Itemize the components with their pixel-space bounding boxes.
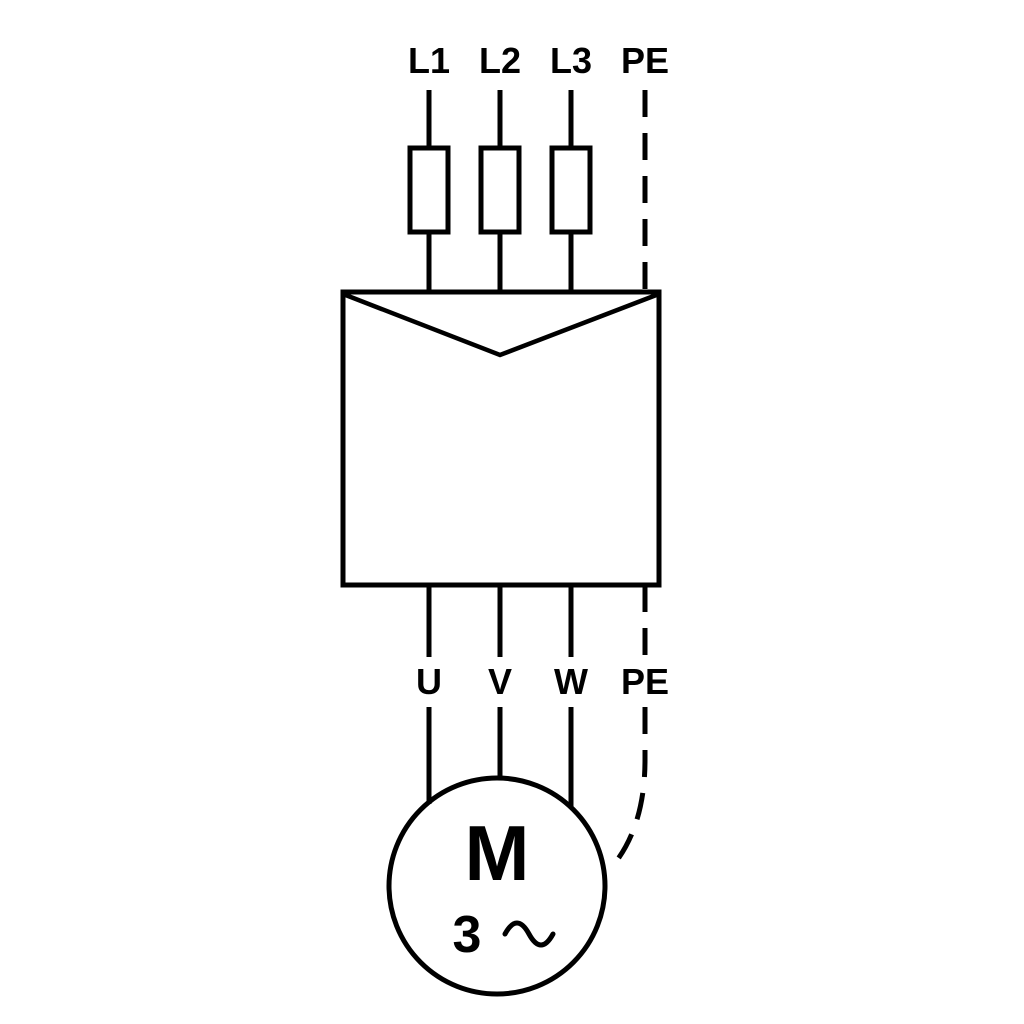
motor-letter: M [465,809,530,897]
supply-terminal-label-pe: PE [621,40,669,81]
supply-terminal-label-l2: L2 [479,40,521,81]
controller-box-flap [342,291,660,358]
supply-terminal-label-l3: L3 [550,40,592,81]
motor-terminal-label-pe: PE [621,661,669,702]
motor-terminal-label-w: W [554,661,588,702]
supply-terminal-label-l1: L1 [408,40,450,81]
motor-phase-count: 3 [453,906,482,964]
motor-terminal-label-u: U [416,661,442,702]
ac-sine-icon [502,920,556,948]
fuse-l2 [478,145,522,235]
fuse-l1 [407,145,451,235]
fuse-l3 [549,145,593,235]
controller-box [340,289,662,588]
conductor-pe-lower-dashed [609,707,648,870]
motor-terminal-label-v: V [488,661,512,702]
